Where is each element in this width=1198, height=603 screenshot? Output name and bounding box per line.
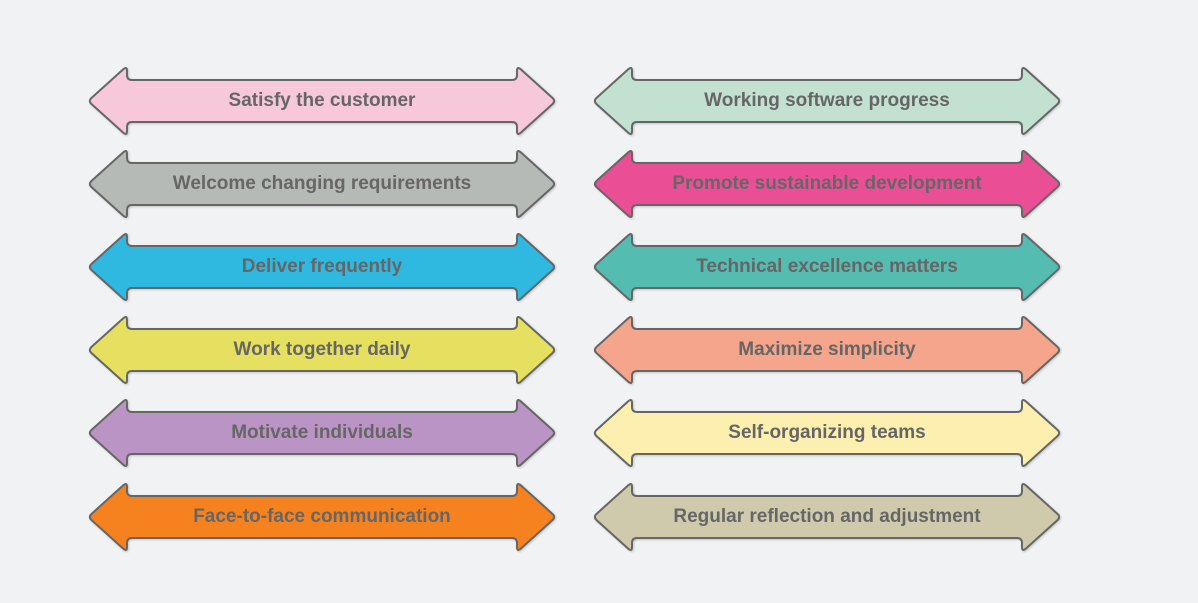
double-arrow-icon [593,399,1061,467]
arrow-shape-self-organizing-teams[interactable]: Self-organizing teams [592,397,1062,469]
double-arrow-icon [88,150,556,218]
double-arrow-icon [88,399,556,467]
double-arrow-icon [88,67,556,135]
arrow-shape-maximize-simplicity[interactable]: Maximize simplicity [592,314,1062,386]
arrow-shape-working-software-progress[interactable]: Working software progress [592,65,1062,137]
arrow-label: Welcome changing requirements [172,173,472,194]
arrow-label: Regular reflection and adjustment [673,506,981,527]
arrow-shape-promote-sustainable-development[interactable]: Promote sustainable development [592,148,1062,220]
double-arrow-icon [88,233,556,301]
arrow-shape-welcome-changing-requirements[interactable]: Welcome changing requirements [87,148,557,220]
double-arrow-icon [88,483,556,551]
arrow-label: Self-organizing teams [728,422,926,443]
arrow-label: Satisfy the customer [228,90,416,111]
double-arrow-icon [593,316,1061,384]
arrow-label: Face-to-face communication [193,506,451,527]
arrow-label: Technical excellence matters [696,256,958,277]
arrow-shape-work-together-daily[interactable]: Work together daily [87,314,557,386]
arrow-label: Deliver frequently [241,256,403,277]
arrow-shape-deliver-frequently[interactable]: Deliver frequently [87,231,557,303]
arrow-shape-technical-excellence-matters[interactable]: Technical excellence matters [592,231,1062,303]
double-arrow-icon [593,233,1061,301]
double-arrow-icon [593,150,1061,218]
arrow-label: Working software progress [704,90,950,111]
arrow-shape-motivate-individuals[interactable]: Motivate individuals [87,397,557,469]
double-arrow-icon [593,67,1061,135]
arrow-shape-regular-reflection-and-adjustment[interactable]: Regular reflection and adjustment [592,481,1062,553]
arrow-label: Work together daily [233,339,411,360]
arrow-shape-satisfy-the-customer[interactable]: Satisfy the customer [87,65,557,137]
arrow-shape-face-to-face-communication[interactable]: Face-to-face communication [87,481,557,553]
arrow-label: Maximize simplicity [738,339,916,360]
arrow-label: Motivate individuals [231,422,413,443]
arrow-label: Promote sustainable development [672,173,982,194]
double-arrow-icon [593,483,1061,551]
double-arrow-icon [88,316,556,384]
